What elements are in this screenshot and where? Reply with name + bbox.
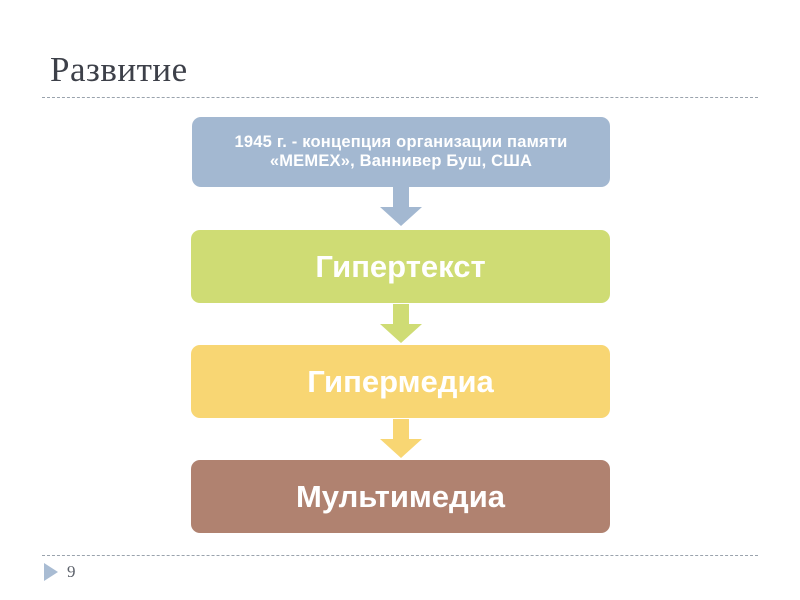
footer-divider (42, 555, 758, 556)
flow-node-hypermedia[interactable]: Гипермедиа (191, 345, 610, 418)
page-number: 9 (67, 562, 76, 581)
flow-node-hypertext[interactable]: Гипертекст (191, 230, 610, 303)
footer: 9 (44, 563, 76, 581)
flow-node-memex[interactable]: 1945 г. - концепция организации памяти «… (192, 117, 610, 187)
page-title: Развитие (50, 50, 188, 89)
arrow-down-icon-memex-to-hypertext (379, 187, 423, 227)
flow-node-hypermedia-label: Гипермедиа (307, 363, 494, 399)
flow-node-memex-label: 1945 г. - концепция организации памяти «… (234, 133, 568, 170)
flow-node-multimedia-label: Мультимедиа (295, 478, 506, 514)
flow-node-multimedia[interactable]: Мультимедиа (191, 460, 610, 533)
triangle-right-icon (44, 563, 58, 581)
flow-node-hypertext-label: Гипертекст (315, 248, 486, 284)
arrow-down-icon-hypermedia-to-multimedia (379, 419, 423, 459)
arrow-down-icon-hypertext-to-hypermedia (379, 304, 423, 344)
title-divider-top (42, 97, 758, 98)
